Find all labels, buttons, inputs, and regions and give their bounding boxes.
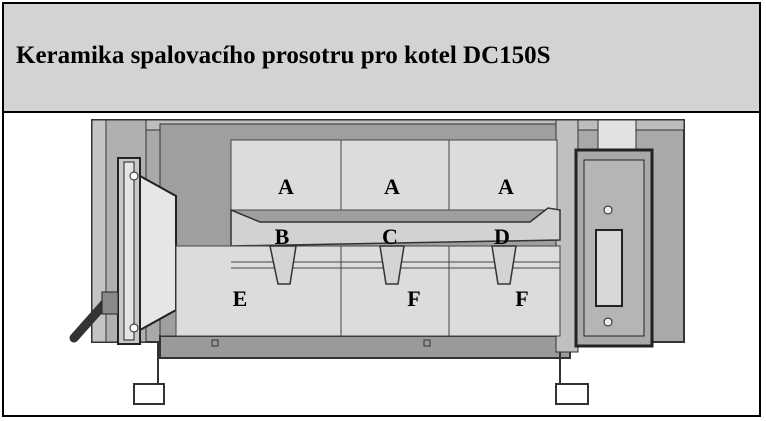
ceramic-fin-c — [379, 245, 405, 285]
door-handle — [69, 297, 111, 343]
part-label-d: D — [494, 224, 510, 249]
flue-bolt-top — [603, 205, 613, 215]
part-label-a: A — [498, 174, 514, 199]
part-label-c: C — [382, 224, 398, 249]
base-rivet-right — [423, 339, 431, 347]
door-hinge-top — [129, 171, 139, 181]
door-hinge-bottom — [129, 323, 139, 333]
flue-outlet-slot — [595, 229, 623, 307]
header-band: Keramika spalovacího prosotru pro kotel … — [4, 4, 759, 113]
part-label-a: A — [278, 174, 294, 199]
door-frame — [123, 161, 135, 341]
page-title: Keramika spalovacího prosotru pro kotel … — [16, 42, 551, 69]
left-foot-bracket — [142, 342, 159, 385]
ceramic-fin-d — [491, 245, 517, 285]
right-foot-pad — [555, 383, 589, 405]
part-label-a: A — [384, 174, 400, 199]
part-label-b: B — [275, 224, 290, 249]
door-handle-mount — [101, 291, 119, 315]
part-label-e: E — [233, 286, 248, 311]
ceramic-shelf-bcd — [230, 207, 561, 247]
part-label-f: F — [515, 286, 528, 311]
ceramic-fin-b — [269, 245, 297, 285]
base-rivet-left — [211, 339, 219, 347]
flue-bolt-bottom — [603, 317, 613, 327]
part-label-f: F — [407, 286, 420, 311]
boiler-base-plinth — [159, 335, 571, 359]
door-seal-plate — [139, 174, 177, 332]
left-foot-pad — [133, 383, 165, 405]
ceramic-block-a-row — [230, 139, 558, 211]
